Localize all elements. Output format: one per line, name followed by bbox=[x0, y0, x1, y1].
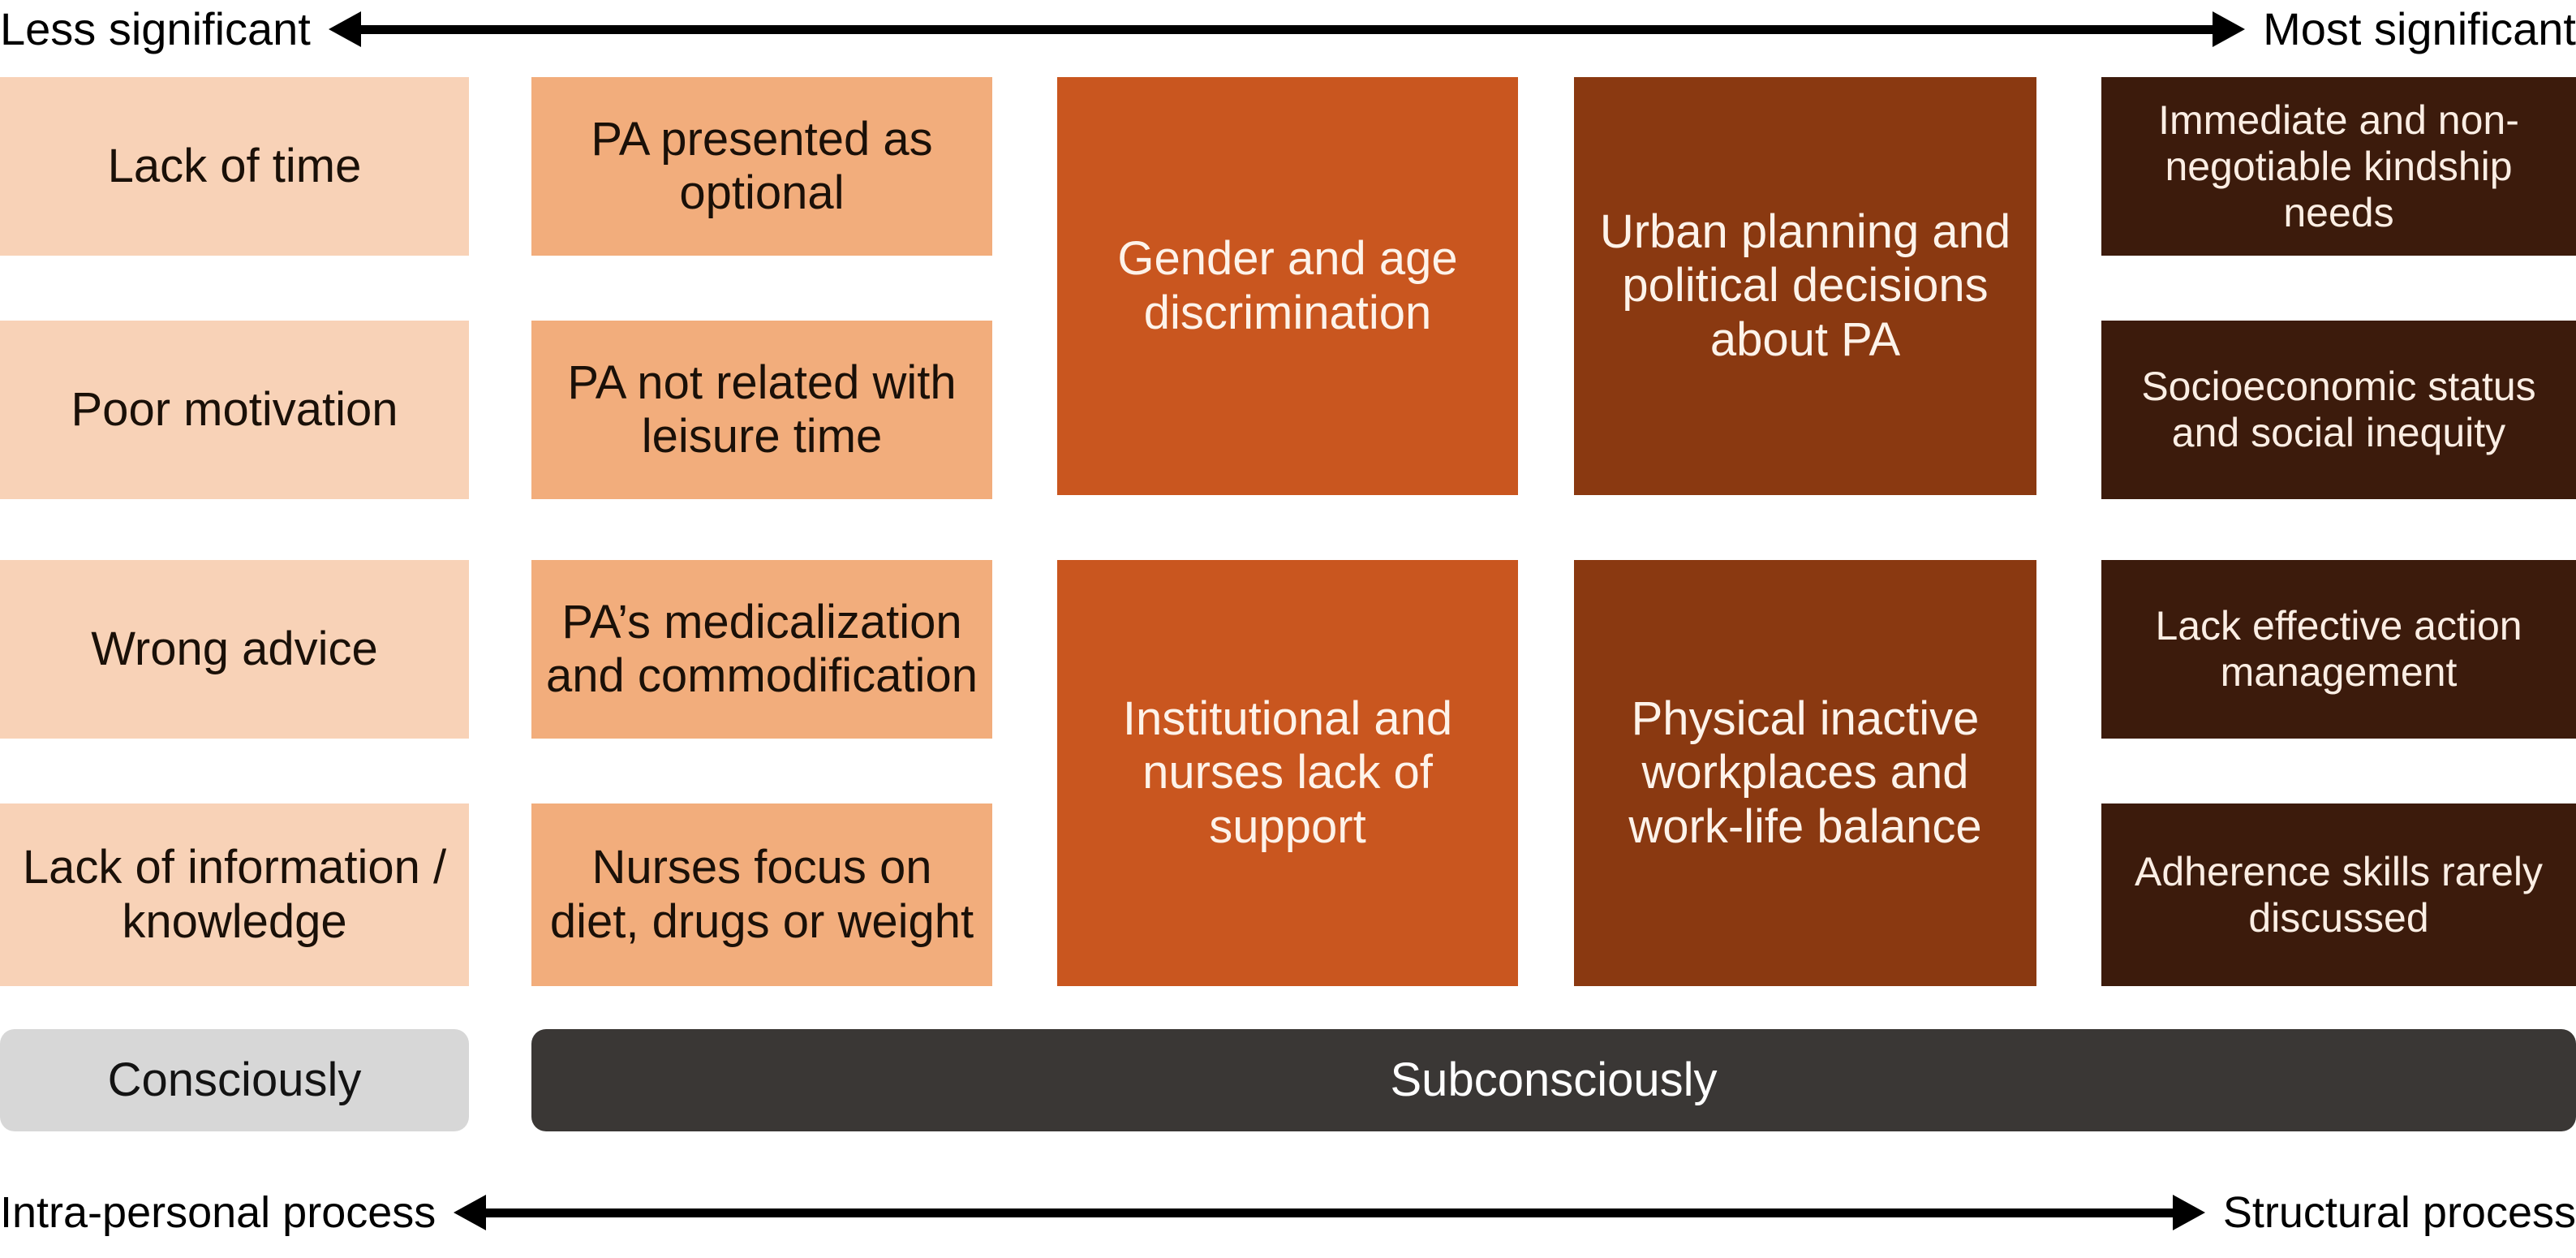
barrier-label: Urban planning and political decisions a… bbox=[1599, 205, 2011, 366]
barrier-label: PA’s medicalization and commodification bbox=[546, 595, 978, 702]
barrier-cell[interactable]: Wrong advice bbox=[0, 560, 469, 739]
barrier-cell[interactable]: PA presented as optional bbox=[531, 77, 992, 256]
consciously-bar[interactable]: Consciously bbox=[0, 1029, 469, 1131]
barrier-cell[interactable]: Socioeconomic status and social inequity bbox=[2101, 321, 2576, 499]
barrier-label: Poor motivation bbox=[71, 382, 398, 436]
barrier-label: Lack of time bbox=[107, 139, 362, 192]
barrier-label: Adherence skills rarely discussed bbox=[2135, 848, 2543, 941]
awareness-state-row: Consciously Subconsciously bbox=[0, 1029, 2576, 1135]
consciously-label: Consciously bbox=[107, 1053, 362, 1106]
barrier-label: Institutional and nurses lack of support bbox=[1122, 692, 1453, 853]
barrier-cell[interactable]: Poor motivation bbox=[0, 321, 469, 499]
arrow-head-right-icon bbox=[2172, 1195, 2205, 1230]
barrier-cell[interactable]: Immediate and non-negotiable kindship ne… bbox=[2101, 77, 2576, 256]
barrier-label: Lack effective action management bbox=[2155, 603, 2522, 695]
column-3-community: Gender and age discrimination Institutio… bbox=[1057, 77, 1518, 986]
barrier-cell[interactable]: Gender and age discrimination bbox=[1057, 77, 1518, 495]
barrier-cell[interactable]: Lack of time bbox=[0, 77, 469, 256]
barrier-cell[interactable]: PA’s medicalization and commodification bbox=[531, 560, 992, 739]
barrier-label: Nurses focus on diet, drugs or weight bbox=[549, 841, 974, 948]
barrier-label: Immediate and non-negotiable kindship ne… bbox=[2158, 97, 2519, 235]
bottom-axis-right-label: Structural process bbox=[2222, 1188, 2576, 1237]
subconsciously-bar[interactable]: Subconsciously bbox=[531, 1029, 2576, 1131]
top-significance-axis: Less significant Most significant bbox=[0, 0, 2576, 58]
barrier-grid: Lack of time Poor motivation Wrong advic… bbox=[0, 77, 2576, 986]
arrow-head-left-icon bbox=[454, 1195, 487, 1230]
column-2-interpersonal: PA presented as optional PA not related … bbox=[531, 77, 992, 986]
barrier-label: Gender and age discrimination bbox=[1117, 232, 1458, 339]
barrier-cell[interactable]: Lack effective action management bbox=[2101, 560, 2576, 739]
barrier-cell[interactable]: Adherence skills rarely discussed bbox=[2101, 803, 2576, 986]
arrow-shaft bbox=[355, 25, 2218, 34]
barrier-label: Lack of information / knowledge bbox=[22, 841, 447, 948]
bottom-axis-left-label: Intra-personal process bbox=[0, 1188, 437, 1237]
barrier-cell[interactable]: Institutional and nurses lack of support bbox=[1057, 560, 1518, 986]
barrier-label: PA presented as optional bbox=[591, 112, 933, 219]
arrow-head-right-icon bbox=[2213, 11, 2246, 47]
barrier-cell[interactable]: Urban planning and political decisions a… bbox=[1574, 77, 2036, 495]
barrier-label: Wrong advice bbox=[91, 622, 378, 675]
bottom-process-axis: Intra-personal process Structural proces… bbox=[0, 1167, 2576, 1258]
column-5-structural: Immediate and non-negotiable kindship ne… bbox=[2101, 77, 2576, 986]
arrow-head-left-icon bbox=[328, 11, 361, 47]
arrow-shaft bbox=[481, 1208, 2178, 1217]
top-axis-left-label: Less significant bbox=[0, 3, 311, 54]
top-axis-double-arrow-icon bbox=[328, 11, 2246, 47]
barrier-cell[interactable]: Nurses focus on diet, drugs or weight bbox=[531, 803, 992, 986]
bottom-axis-double-arrow-icon bbox=[454, 1195, 2205, 1230]
barrier-cell[interactable]: Lack of information / knowledge bbox=[0, 803, 469, 986]
barrier-cell[interactable]: PA not related with leisure time bbox=[531, 321, 992, 499]
column-1-intra-personal: Lack of time Poor motivation Wrong advic… bbox=[0, 77, 469, 986]
barrier-label: Socioeconomic status and social inequity bbox=[2141, 364, 2536, 455]
column-4-organisational: Urban planning and political decisions a… bbox=[1574, 77, 2036, 986]
top-axis-right-label: Most significant bbox=[2263, 3, 2576, 54]
subconsciously-label: Subconsciously bbox=[1390, 1053, 1718, 1106]
barrier-label: Physical inactive workplaces and work-li… bbox=[1628, 692, 1982, 853]
barrier-label: PA not related with leisure time bbox=[567, 355, 957, 463]
barrier-cell[interactable]: Physical inactive workplaces and work-li… bbox=[1574, 560, 2036, 986]
